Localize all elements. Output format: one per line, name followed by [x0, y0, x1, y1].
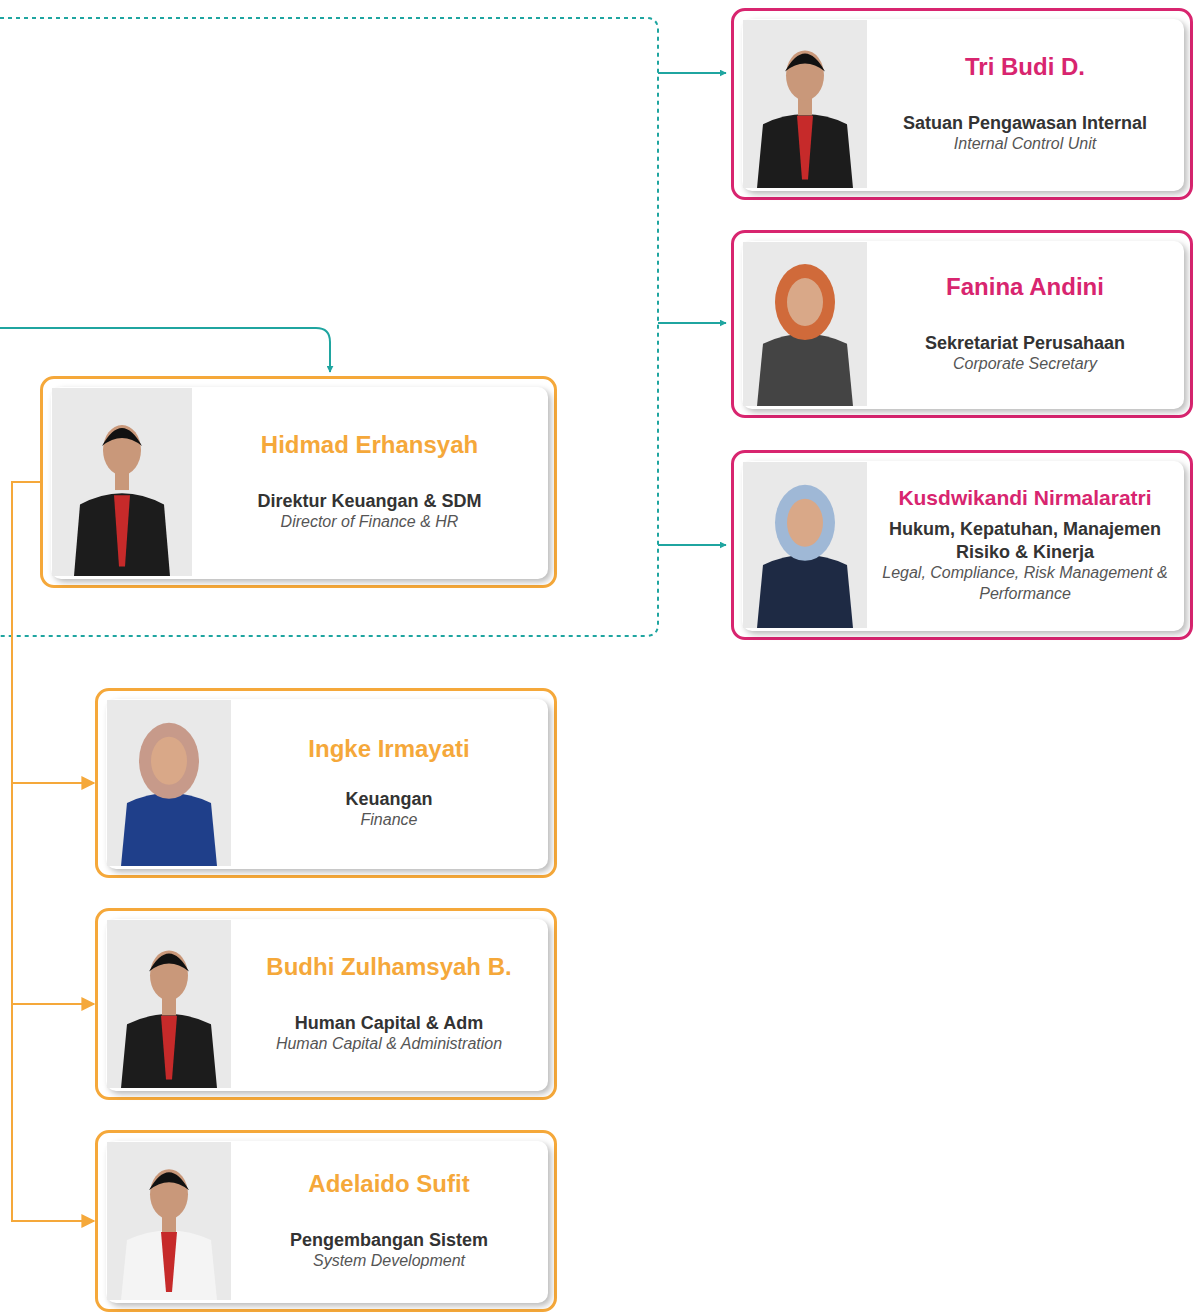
face-shape: [150, 1169, 188, 1219]
body-shape: [121, 793, 217, 866]
text-column: Hidmad ErhansyahDirektur Keuangan & SDMD…: [197, 389, 542, 575]
body-shape: [74, 493, 170, 576]
person-name: Tri Budi D.: [965, 53, 1085, 82]
face-shape: [103, 425, 141, 475]
teal-arrow: [658, 322, 726, 324]
position-title: Sekretariat Perusahaan: [925, 332, 1125, 355]
person-card: Tri Budi D. Satuan Pengawasan InternalInt…: [731, 8, 1193, 200]
position-title-english: System Development: [313, 1251, 465, 1272]
tie-shape: [161, 1016, 177, 1080]
person-card: Adelaido SufitPengembangan SistemSystem …: [95, 1130, 557, 1312]
tie-shape: [114, 495, 130, 566]
portrait-photo: [743, 242, 867, 406]
person-name: Adelaido Sufit: [308, 1170, 469, 1199]
person-name: Hidmad Erhansyah: [261, 431, 478, 460]
portrait-photo: [107, 920, 231, 1088]
face-shape: [151, 737, 187, 785]
photo-ground: [743, 462, 867, 628]
text-column: Fanina AndiniSekretariat PerusahaanCorpo…: [872, 243, 1178, 405]
portrait-photo: [743, 20, 867, 188]
position-title-english: Human Capital & Administration: [276, 1034, 502, 1055]
person-card: Kusdwikandi NirmalaratriHukum, Kepatuhan…: [731, 450, 1193, 640]
body-shape: [757, 114, 853, 188]
hijab-shape: [139, 723, 199, 799]
hair-shape: [149, 953, 189, 971]
person-name: Kusdwikandi Nirmalaratri: [898, 485, 1151, 510]
person-card: Fanina AndiniSekretariat PerusahaanCorpo…: [731, 230, 1193, 418]
tie-shape: [161, 1232, 177, 1292]
person-card: Budhi Zulhamsyah B. Human Capital & AdmHu…: [95, 908, 557, 1100]
photo-ground: [52, 388, 192, 576]
text-column: Kusdwikandi NirmalaratriHukum, Kepatuhan…: [872, 463, 1178, 627]
face-shape: [787, 278, 823, 326]
photo-ground: [743, 20, 867, 188]
person-name: Budhi Zulhamsyah B.: [266, 953, 511, 982]
reporting-line: [12, 482, 94, 1221]
portrait-photo: [743, 462, 867, 628]
person-card: Hidmad ErhansyahDirektur Keuangan & SDMD…: [40, 376, 557, 588]
text-column: Ingke IrmayatiKeuanganFinance: [236, 701, 542, 865]
teal-arrow: [0, 328, 330, 372]
portrait-photo: [52, 388, 192, 576]
position-title-english: Corporate Secretary: [953, 354, 1097, 375]
photo-ground: [107, 920, 231, 1088]
text-column: Budhi Zulhamsyah B. Human Capital & AdmHu…: [236, 921, 542, 1087]
position-title-english: Finance: [361, 810, 418, 831]
position-title: Keuangan: [345, 788, 432, 811]
hair-shape: [149, 1172, 189, 1190]
position-title-english: Internal Control Unit: [954, 134, 1096, 155]
position-title-english: Legal, Compliance, Risk Management & Per…: [872, 563, 1178, 605]
person-name: Fanina Andini: [946, 273, 1104, 302]
teal-arrow: [658, 72, 726, 74]
position-title: Human Capital & Adm: [295, 1012, 483, 1035]
hijab-shape: [775, 485, 835, 561]
hair-shape: [102, 428, 142, 446]
tie-shape: [797, 116, 813, 180]
hair-shape: [785, 53, 825, 71]
position-title-english: Director of Finance & HR: [281, 512, 459, 533]
dashed-bracket: [0, 18, 658, 636]
position-title: Hukum, Kepatuhan, Manajemen Risiko & Kin…: [872, 518, 1178, 563]
portrait-photo: [107, 700, 231, 866]
face-shape: [786, 50, 824, 100]
teal-arrow: [658, 544, 726, 546]
face-shape: [787, 499, 823, 547]
body-shape: [121, 1230, 217, 1300]
portrait-photo: [107, 1142, 231, 1300]
photo-ground: [743, 242, 867, 406]
text-column: Adelaido SufitPengembangan SistemSystem …: [236, 1143, 542, 1299]
hijab-shape: [775, 264, 835, 340]
text-column: Tri Budi D. Satuan Pengawasan InternalInt…: [872, 21, 1178, 187]
photo-ground: [107, 700, 231, 866]
face-shape: [150, 950, 188, 1000]
position-title: Direktur Keuangan & SDM: [257, 490, 481, 513]
body-shape: [121, 1014, 217, 1088]
person-card: Ingke IrmayatiKeuanganFinance: [95, 688, 557, 878]
position-title: Pengembangan Sistem: [290, 1229, 488, 1252]
body-shape: [757, 334, 853, 406]
person-name: Ingke Irmayati: [308, 735, 469, 764]
position-title: Satuan Pengawasan Internal: [903, 112, 1147, 135]
body-shape: [757, 555, 853, 628]
photo-ground: [107, 1142, 231, 1300]
